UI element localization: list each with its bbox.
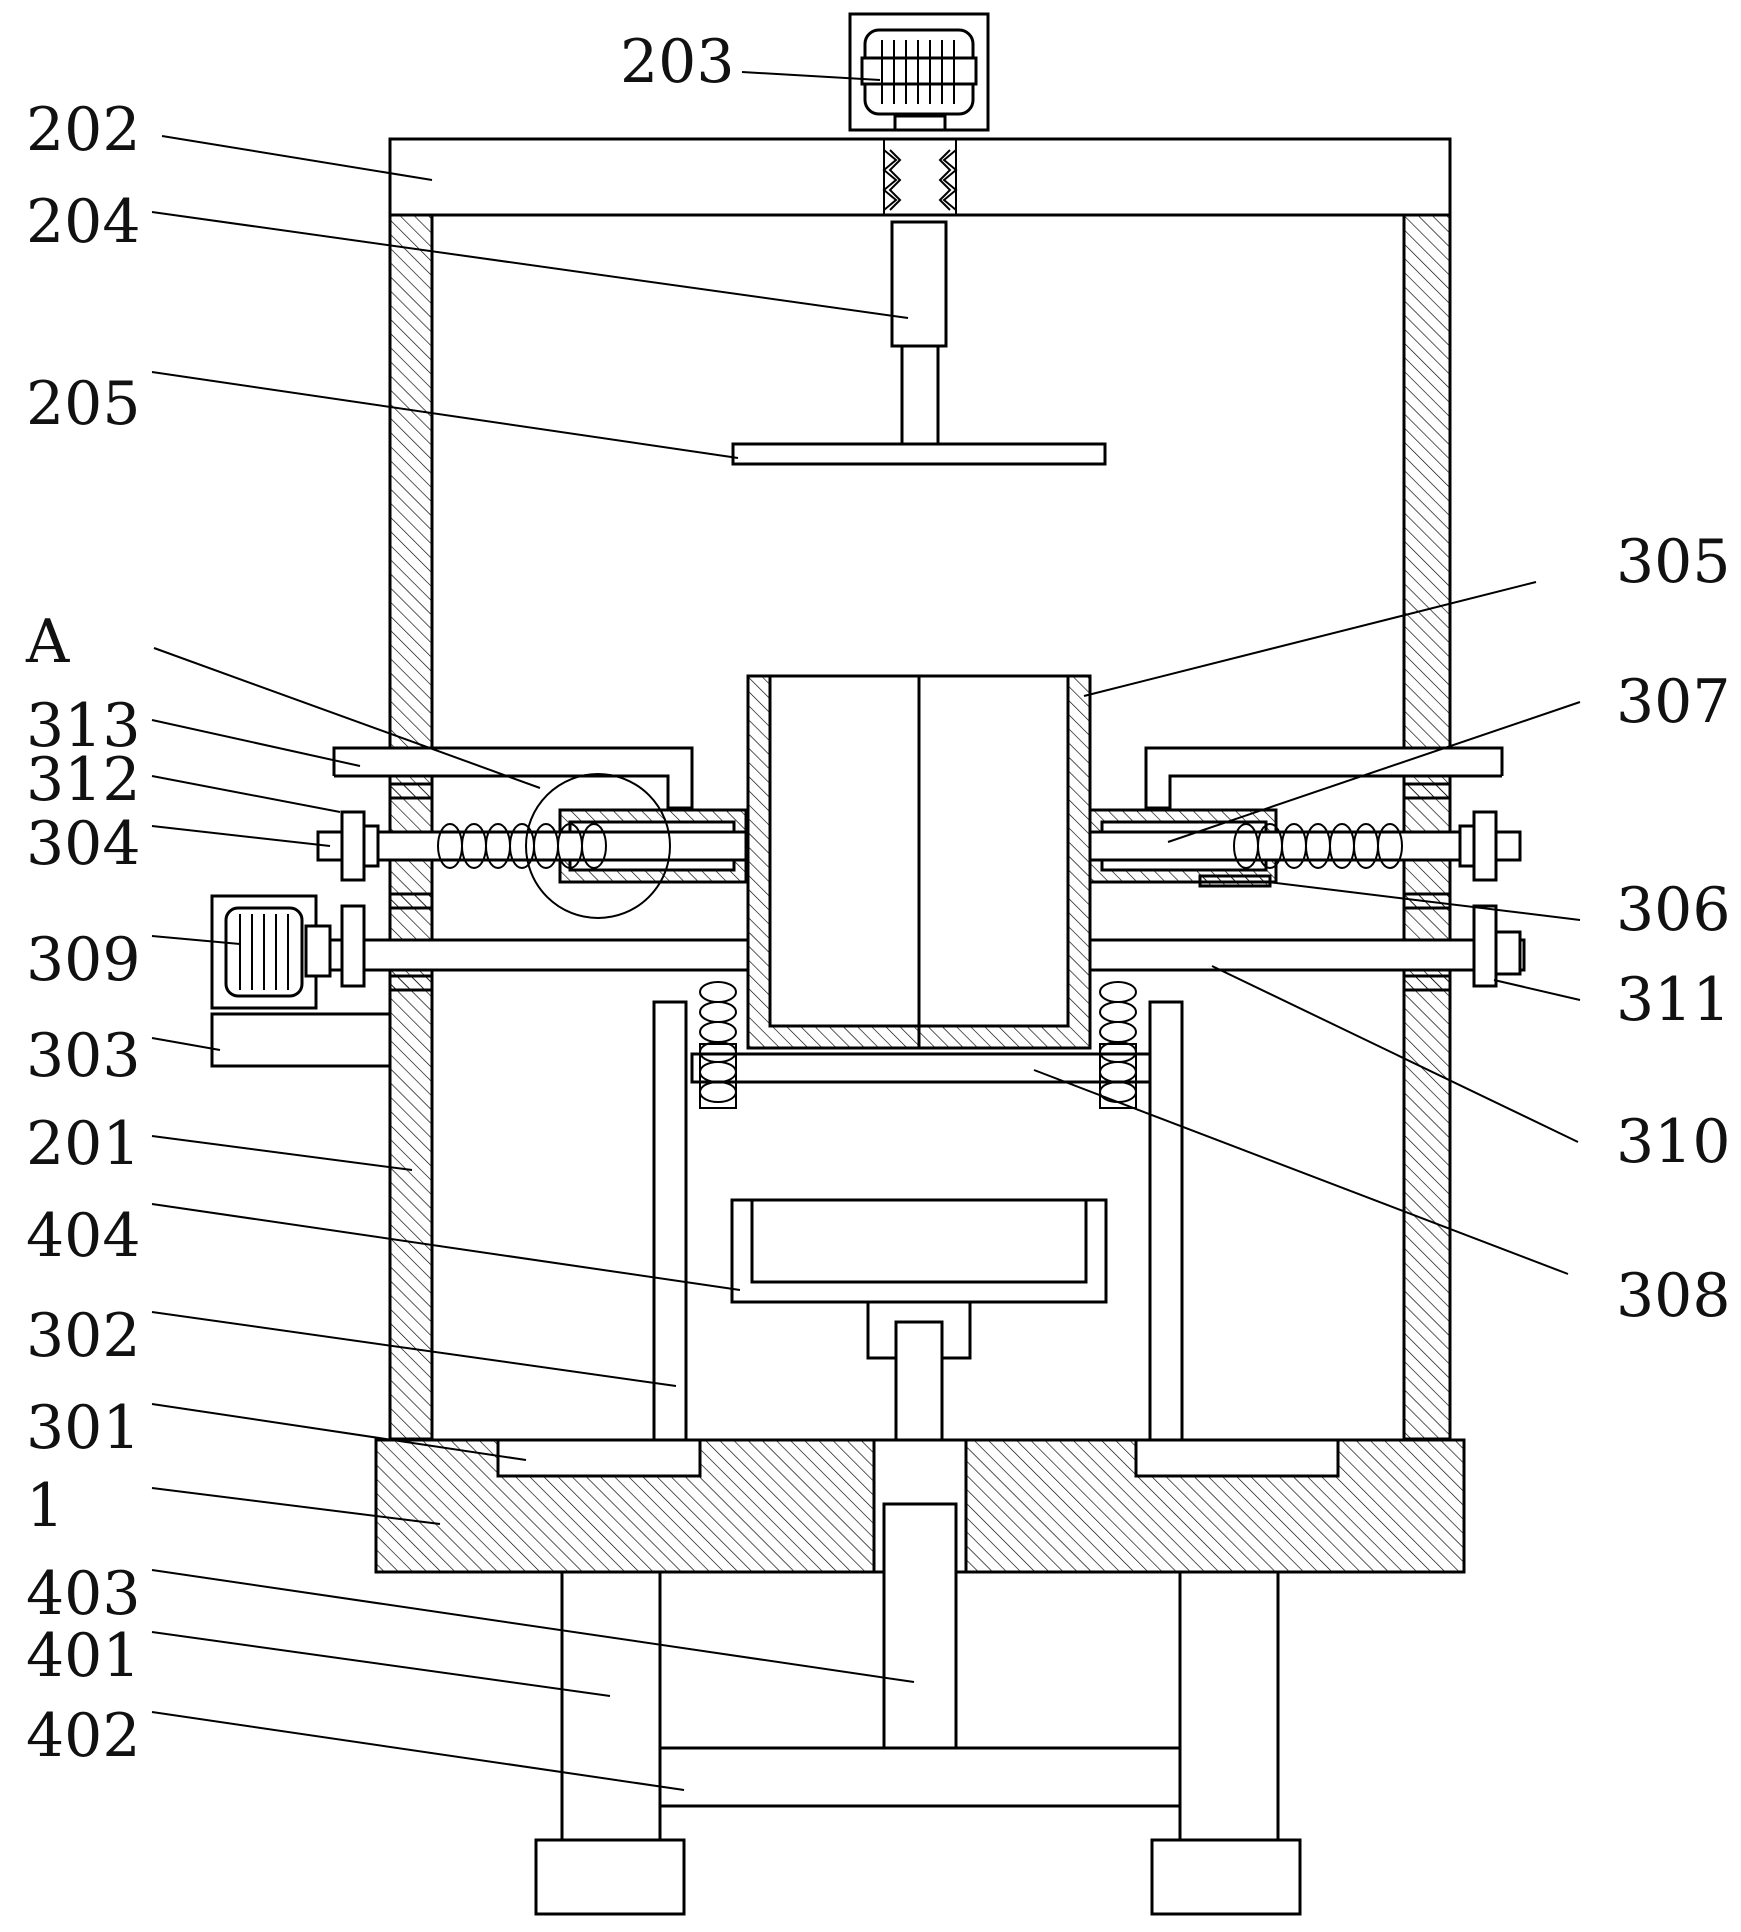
left-guide-post — [652, 1000, 688, 1470]
label-313: 313 — [26, 691, 141, 761]
leader-lines — [151, 71, 1581, 1791]
support-springs — [699, 981, 1137, 1109]
motor-bracket — [210, 1012, 392, 1068]
label-303: 303 — [26, 1021, 141, 1091]
label-302: 302 — [26, 1301, 141, 1371]
right-clamp — [1088, 808, 1522, 888]
top-plate — [388, 137, 1452, 217]
lower-rods — [316, 904, 1526, 988]
label-306: 306 — [1616, 875, 1731, 945]
label-309: 309 — [26, 925, 141, 995]
left-bracket — [332, 746, 694, 810]
label-312: 312 — [26, 745, 141, 815]
label-a: A — [25, 607, 70, 677]
support-plate — [690, 1052, 1152, 1084]
label-304: 304 — [26, 809, 141, 879]
label-203: 203 — [620, 27, 735, 97]
wall-bushings — [388, 782, 1452, 992]
top-motor — [848, 12, 990, 132]
label-1: 1 — [26, 1471, 64, 1541]
label-201: 201 — [26, 1109, 141, 1179]
side-motor — [210, 894, 332, 1010]
label-204: 204 — [26, 187, 141, 257]
crossbar — [658, 1746, 1182, 1808]
cylinder-body — [890, 220, 948, 348]
right-leg — [1178, 1570, 1280, 1874]
right-guide-post — [1148, 1000, 1184, 1470]
left-wall — [388, 213, 434, 1441]
top-coupling — [882, 138, 958, 216]
right-foot — [1150, 1838, 1302, 1916]
right-wall — [1402, 213, 1452, 1441]
left-leg — [560, 1570, 662, 1874]
press-plate — [731, 442, 1107, 466]
label-402: 402 — [26, 1701, 141, 1771]
left-foot — [534, 1838, 686, 1916]
label-310: 310 — [1616, 1107, 1731, 1177]
lift-cylinder — [882, 1502, 958, 1750]
label-404: 404 — [26, 1201, 141, 1271]
label-403: 403 — [26, 1559, 141, 1629]
label-305: 305 — [1616, 527, 1731, 597]
label-205: 205 — [26, 369, 141, 439]
left-clamp — [316, 773, 748, 919]
label-307: 307 — [1616, 667, 1731, 737]
label-401: 401 — [26, 1621, 141, 1691]
label-202: 202 — [26, 95, 141, 165]
label-311: 311 — [1616, 965, 1731, 1035]
detail-a-circle — [525, 773, 671, 919]
right-bracket — [1144, 746, 1504, 810]
label-308: 308 — [1616, 1261, 1731, 1331]
labels: 203 202 204 205 305 A 307 313 312 304 30… — [25, 27, 1731, 1771]
label-301: 301 — [26, 1393, 141, 1463]
center-container — [746, 674, 1092, 1050]
